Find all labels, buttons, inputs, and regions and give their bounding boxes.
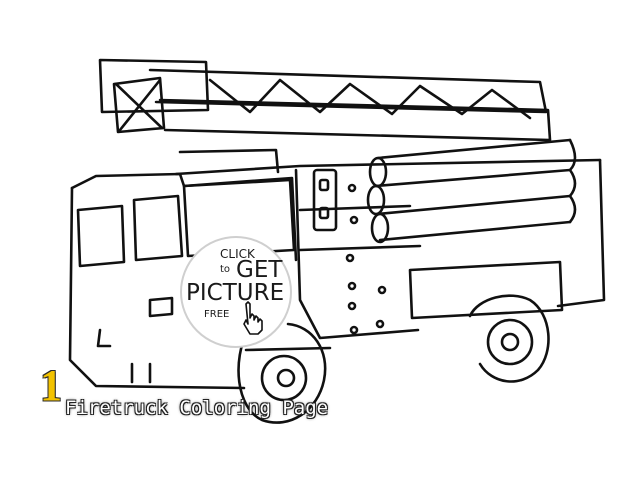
truck-body-drawing — [68, 148, 606, 390]
hose-rolls-drawing — [366, 138, 577, 244]
caption-title: Firetruck Coloring Page — [65, 397, 329, 419]
badge-free-label: FREE — [204, 309, 230, 320]
panel-details-drawing — [312, 168, 564, 335]
caption-number: 1 — [40, 361, 62, 410]
pointing-hand-icon — [243, 301, 263, 335]
wheels-drawing — [237, 294, 550, 424]
badge-to-label: to — [220, 264, 231, 275]
badge-get-label: GET — [236, 257, 283, 283]
get-picture-button[interactable]: CLICK to GET PICTURE FREE — [180, 236, 292, 348]
badge-click-label: CLICK — [220, 247, 255, 261]
badge-picture-label: PICTURE — [186, 280, 285, 306]
ladder-drawing — [98, 58, 552, 142]
